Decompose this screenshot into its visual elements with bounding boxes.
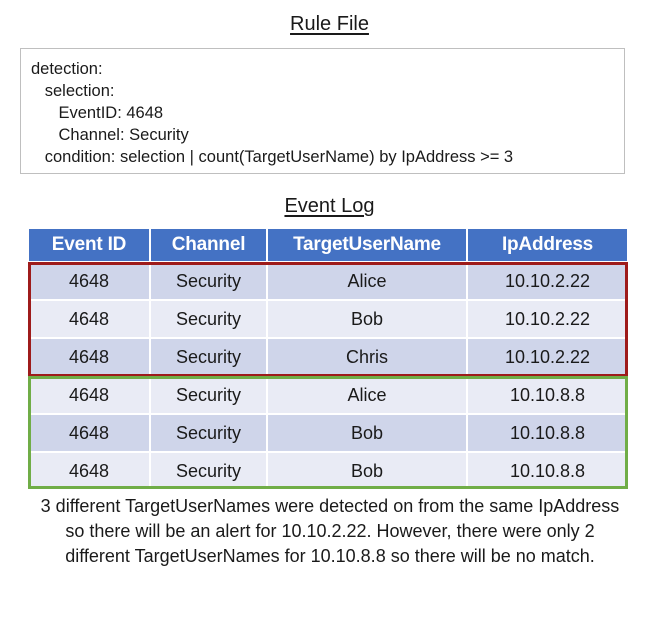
rule-file-title: Rule File	[0, 12, 659, 36]
cell-targetusername: Chris	[268, 339, 468, 377]
rule-file-box: detection: selection: EventID: 4648 Chan…	[20, 48, 625, 174]
cell-channel: Security	[151, 415, 268, 453]
cell-targetusername: Bob	[268, 453, 468, 491]
column-header-event-id: Event ID	[29, 229, 151, 263]
cell-channel: Security	[151, 453, 268, 491]
cell-ipaddress: 10.10.8.8	[468, 415, 627, 453]
table-row: 4648 Security Chris 10.10.2.22	[29, 339, 627, 377]
column-header-targetusername: TargetUserName	[268, 229, 468, 263]
cell-event-id: 4648	[29, 415, 151, 453]
table-row: 4648 Security Bob 10.10.8.8	[29, 415, 627, 453]
table-row: 4648 Security Bob 10.10.8.8	[29, 453, 627, 491]
cell-targetusername: Bob	[268, 415, 468, 453]
cell-ipaddress: 10.10.2.22	[468, 263, 627, 301]
cell-event-id: 4648	[29, 301, 151, 339]
event-log-title-text: Event Log	[284, 195, 375, 217]
event-log-table: Event ID Channel TargetUserName IpAddres…	[29, 229, 627, 491]
table-row: 4648 Security Alice 10.10.8.8	[29, 377, 627, 415]
table-row: 4648 Security Alice 10.10.2.22	[29, 263, 627, 301]
rule-line-channel: Channel: Security	[31, 126, 189, 144]
cell-targetusername: Bob	[268, 301, 468, 339]
cell-channel: Security	[151, 377, 268, 415]
event-log-title: Event Log	[0, 194, 659, 218]
cell-event-id: 4648	[29, 453, 151, 491]
explanation-caption: 3 different TargetUserNames were detecte…	[40, 496, 620, 566]
cell-ipaddress: 10.10.8.8	[468, 377, 627, 415]
rule-file-title-text: Rule File	[290, 13, 369, 35]
cell-ipaddress: 10.10.2.22	[468, 339, 627, 377]
rule-line-detection: detection:	[31, 60, 103, 78]
cell-event-id: 4648	[29, 377, 151, 415]
rule-line-selection: selection:	[31, 82, 115, 100]
cell-event-id: 4648	[29, 339, 151, 377]
cell-targetusername: Alice	[268, 377, 468, 415]
cell-channel: Security	[151, 263, 268, 301]
cell-ipaddress: 10.10.2.22	[468, 301, 627, 339]
column-header-channel: Channel	[151, 229, 268, 263]
table-header-row: Event ID Channel TargetUserName IpAddres…	[29, 229, 627, 263]
table-row: 4648 Security Bob 10.10.2.22	[29, 301, 627, 339]
rule-line-eventid: EventID: 4648	[31, 104, 164, 122]
cell-ipaddress: 10.10.8.8	[468, 453, 627, 491]
event-log-table-wrap: Event ID Channel TargetUserName IpAddres…	[29, 229, 627, 491]
cell-event-id: 4648	[29, 263, 151, 301]
cell-targetusername: Alice	[268, 263, 468, 301]
rule-line-condition: condition: selection | count(TargetUserN…	[31, 148, 514, 166]
cell-channel: Security	[151, 301, 268, 339]
column-header-ipaddress: IpAddress	[468, 229, 627, 263]
cell-channel: Security	[151, 339, 268, 377]
